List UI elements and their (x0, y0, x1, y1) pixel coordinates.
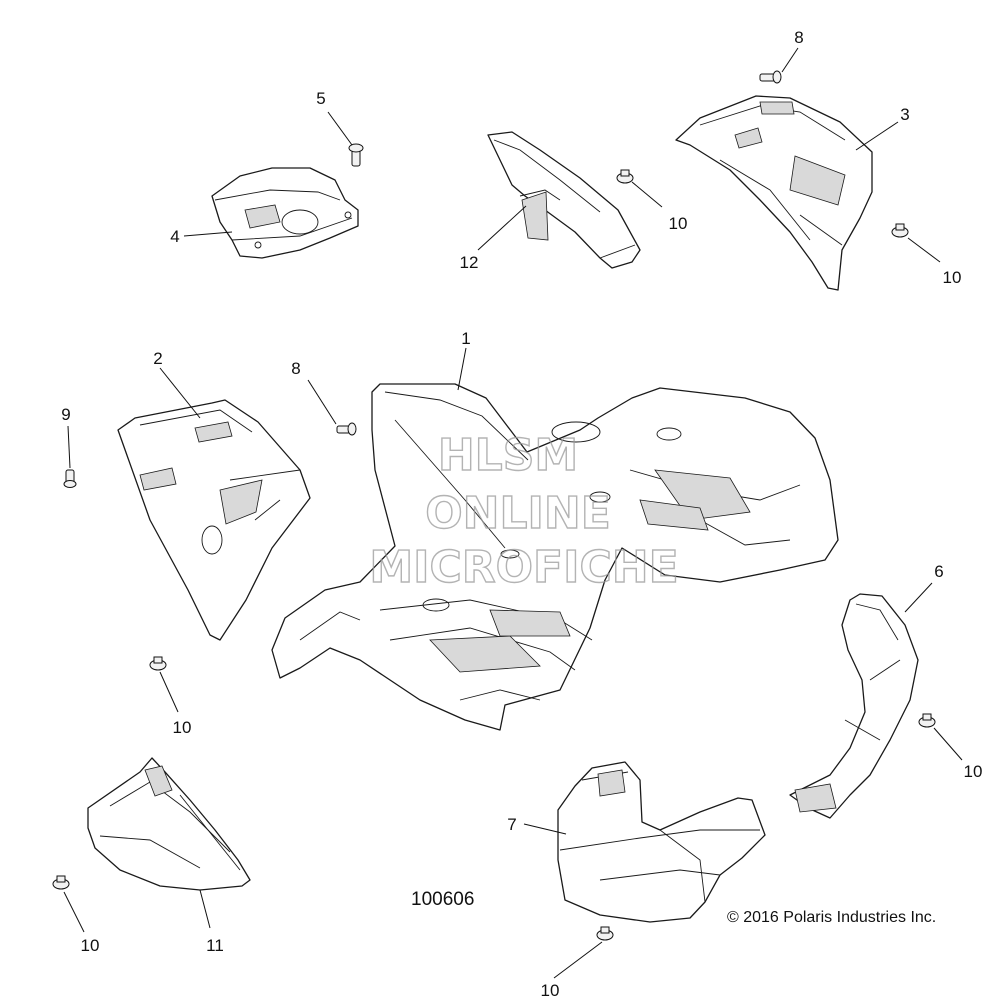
fastener-10-clip-6 (596, 926, 614, 941)
callout-10-d: 10 (964, 762, 983, 781)
callout-12: 12 (460, 253, 479, 272)
leader-10e (63, 891, 85, 933)
watermark-line-1: HLSM (438, 430, 578, 481)
fastener-10-clip-1 (616, 169, 634, 184)
diagram-id: 100606 (411, 889, 475, 910)
part-1-main-floor-panel (271, 383, 839, 731)
callouts: 1 2 3 4 5 6 7 8 8 9 10 10 10 10 10 10 11… (61, 28, 982, 1000)
fastener-9-bolt (63, 469, 77, 488)
callout-3: 3 (900, 105, 909, 124)
watermark-line-3: MICROFICHE (369, 542, 678, 593)
fastener-8-top-bolt (759, 70, 782, 84)
callout-10-e: 10 (81, 936, 100, 955)
callout-10-a: 10 (669, 214, 688, 233)
part-7-lower-front-panel (557, 761, 766, 923)
fastener-8-middle-bolt (336, 422, 357, 436)
part-6-right-lower-panel (789, 593, 919, 819)
part-3-upper-right-panel (675, 95, 873, 291)
leader-8a (781, 47, 799, 73)
callout-11: 11 (206, 936, 224, 955)
fastener-10-clip-4 (918, 713, 936, 728)
callout-5: 5 (316, 89, 325, 108)
callout-7: 7 (507, 815, 516, 834)
leader-10a (631, 181, 663, 208)
part-4-console (211, 167, 359, 259)
callout-2: 2 (153, 349, 162, 368)
fastener-10-clip-5 (52, 875, 70, 890)
leader-lines (63, 47, 963, 979)
callout-8-middle: 8 (291, 359, 300, 378)
fastener-10-clip-3 (149, 656, 167, 671)
callout-4: 4 (170, 227, 179, 246)
leader-5 (327, 111, 353, 146)
leader-1 (457, 347, 467, 391)
watermark: HLSM ONLINE MICROFICHE (369, 429, 680, 593)
leader-10c (159, 671, 179, 713)
leader-9 (67, 425, 71, 469)
leader-11 (199, 889, 211, 929)
watermark-line-2: ONLINE (425, 488, 611, 539)
copyright-notice: © 2016 Polaris Industries Inc. (727, 909, 937, 926)
callout-8-top: 8 (794, 28, 803, 47)
part-12-bracket-panel (487, 131, 641, 269)
leader-4 (183, 231, 233, 237)
fastener-5-bolt (348, 143, 364, 167)
leader-10f (553, 941, 603, 979)
callout-9: 9 (61, 405, 70, 424)
leader-7 (523, 823, 567, 835)
leader-2 (159, 367, 201, 419)
leader-10d (933, 727, 963, 761)
callout-1: 1 (461, 329, 470, 348)
callout-10-f: 10 (541, 981, 560, 1000)
part-11-left-lower-panel (87, 757, 251, 891)
callout-10-b: 10 (943, 268, 962, 287)
callout-6: 6 (934, 562, 943, 581)
leader-8b (307, 379, 337, 425)
leader-10b (907, 237, 941, 263)
leader-3 (855, 121, 899, 151)
leader-6 (904, 582, 933, 613)
part-2-left-side-panel (117, 399, 311, 641)
callout-10-c: 10 (173, 718, 192, 737)
leader-12 (477, 205, 527, 251)
fastener-10-clip-2 (891, 223, 909, 238)
